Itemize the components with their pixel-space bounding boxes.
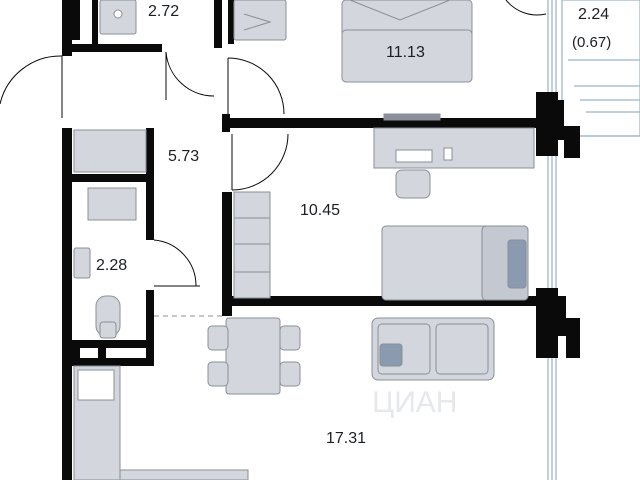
room-area-bedroom-top: 11.13 bbox=[386, 44, 425, 61]
room-area-hall: 5.73 bbox=[168, 148, 200, 165]
washing-machine-icon bbox=[233, 0, 287, 41]
room-area-wc: 2.28 bbox=[96, 257, 128, 274]
watermark: ЦИАН bbox=[372, 386, 458, 419]
balcony-glazing bbox=[547, 0, 640, 480]
room-area-bedroom-middle: 10.45 bbox=[300, 202, 341, 219]
room-area-balcony: 2.24 bbox=[578, 6, 610, 23]
doors bbox=[0, 51, 289, 317]
door-swing-top bbox=[505, 0, 547, 16]
room-area-living-kitchen: 17.31 bbox=[326, 430, 367, 447]
kitchen-counter-icon bbox=[73, 365, 249, 481]
sofa-icon bbox=[371, 317, 495, 381]
walls bbox=[62, 0, 580, 480]
hall-wardrobe-icon bbox=[73, 129, 147, 221]
dining-table-icon bbox=[207, 317, 301, 395]
desk-icon bbox=[373, 113, 535, 199]
bed-icon-top bbox=[341, 0, 473, 83]
room-area-balcony-sub: (0.67) bbox=[572, 34, 612, 51]
room-area-bathroom-top: 2.72 bbox=[148, 3, 180, 20]
wardrobe-icon-middle bbox=[233, 191, 271, 299]
sink-icon bbox=[99, 0, 137, 35]
wc-fixtures bbox=[73, 247, 121, 339]
bed-icon-middle bbox=[381, 225, 529, 301]
